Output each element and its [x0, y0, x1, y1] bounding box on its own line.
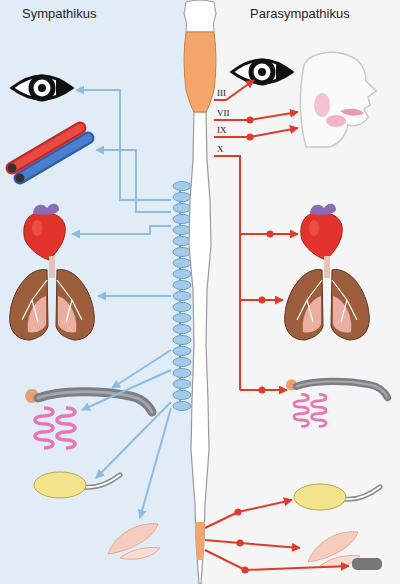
nerve-line [96, 150, 171, 212]
blood-vessels [8, 128, 89, 183]
panel-heading: Parasympathikus [250, 6, 350, 21]
gut [286, 379, 388, 426]
sympathetic-panel [0, 0, 200, 584]
genitals [108, 524, 160, 559]
chain-ganglion [173, 391, 191, 400]
nerve-number: III [216, 88, 227, 98]
nerve-number: VII [216, 108, 231, 118]
ganglion-dot [235, 509, 242, 516]
chain-ganglion [173, 226, 191, 235]
chain-ganglion [173, 369, 191, 378]
panel-heading: Sympathikus [22, 6, 96, 21]
nerve-line [205, 500, 292, 528]
chain-ganglion [173, 281, 191, 290]
nerve-line [214, 80, 254, 100]
nerve-line [214, 112, 298, 120]
ganglion-dot [267, 231, 274, 238]
nerve-line [98, 295, 171, 297]
salivary-gland [326, 115, 346, 127]
bladder [294, 484, 380, 510]
chain-ganglion [173, 215, 191, 224]
chain-ganglion [173, 292, 191, 301]
lungs [10, 256, 95, 340]
nerve-line [214, 128, 298, 137]
nerve-line [140, 408, 171, 518]
ganglion-dot [247, 117, 254, 124]
lungs [285, 256, 370, 340]
chain-ganglion [173, 248, 191, 257]
chain-ganglion [173, 358, 191, 367]
chain-ganglion [173, 237, 191, 246]
ganglion-dot [259, 387, 266, 394]
sympathetic-chain [173, 182, 191, 411]
ganglion-dot [237, 540, 244, 547]
parasympathetic-nerves [205, 80, 349, 570]
heart [301, 204, 342, 260]
panel-band: Sympathikus [0, 0, 200, 584]
nerve-number: IX [216, 125, 228, 135]
parasympathetic-panel [200, 0, 400, 584]
nerve-line [205, 540, 300, 548]
chain-ganglion [173, 336, 191, 345]
artery [12, 128, 80, 168]
ganglion-dot [242, 567, 249, 574]
chain-ganglion [173, 182, 191, 191]
nerve-line [214, 156, 240, 390]
nerve-line [82, 370, 171, 410]
nerve-line [72, 226, 171, 234]
head-outline [300, 52, 376, 147]
rectum [352, 558, 382, 570]
panel-band: Parasympathikus [200, 0, 400, 584]
bladder [34, 472, 120, 498]
nerve-line [76, 90, 171, 200]
nerve-number: X [216, 144, 225, 154]
chain-ganglion [173, 193, 191, 202]
nerve-line [96, 402, 171, 478]
chain-ganglion [173, 314, 191, 323]
ganglion-dot [259, 297, 266, 304]
chain-ganglion [173, 325, 191, 334]
salivary-gland [314, 93, 330, 117]
vessel-lumen [8, 164, 17, 173]
brainstem [184, 32, 216, 112]
chain-ganglion [173, 380, 191, 389]
chain-ganglion [173, 259, 191, 268]
heart [24, 204, 65, 260]
sacral-segment [195, 522, 205, 560]
chain-ganglion [173, 347, 191, 356]
chain-ganglion [173, 402, 191, 411]
spinal-cord [189, 112, 211, 584]
nerve-line [205, 550, 349, 570]
eye [12, 76, 72, 99]
head-profile [300, 52, 376, 147]
chain-ganglion [173, 270, 191, 279]
sympathetic-nerves [72, 90, 171, 518]
tongue [340, 109, 364, 116]
artery-inner [12, 128, 80, 168]
brain-cap [184, 0, 216, 32]
eye [232, 60, 292, 83]
ganglion-dot [247, 134, 254, 141]
chain-ganglion [173, 303, 191, 312]
chain-ganglion [173, 204, 191, 213]
vessel-lumen [16, 174, 25, 183]
ganglia [235, 117, 274, 574]
